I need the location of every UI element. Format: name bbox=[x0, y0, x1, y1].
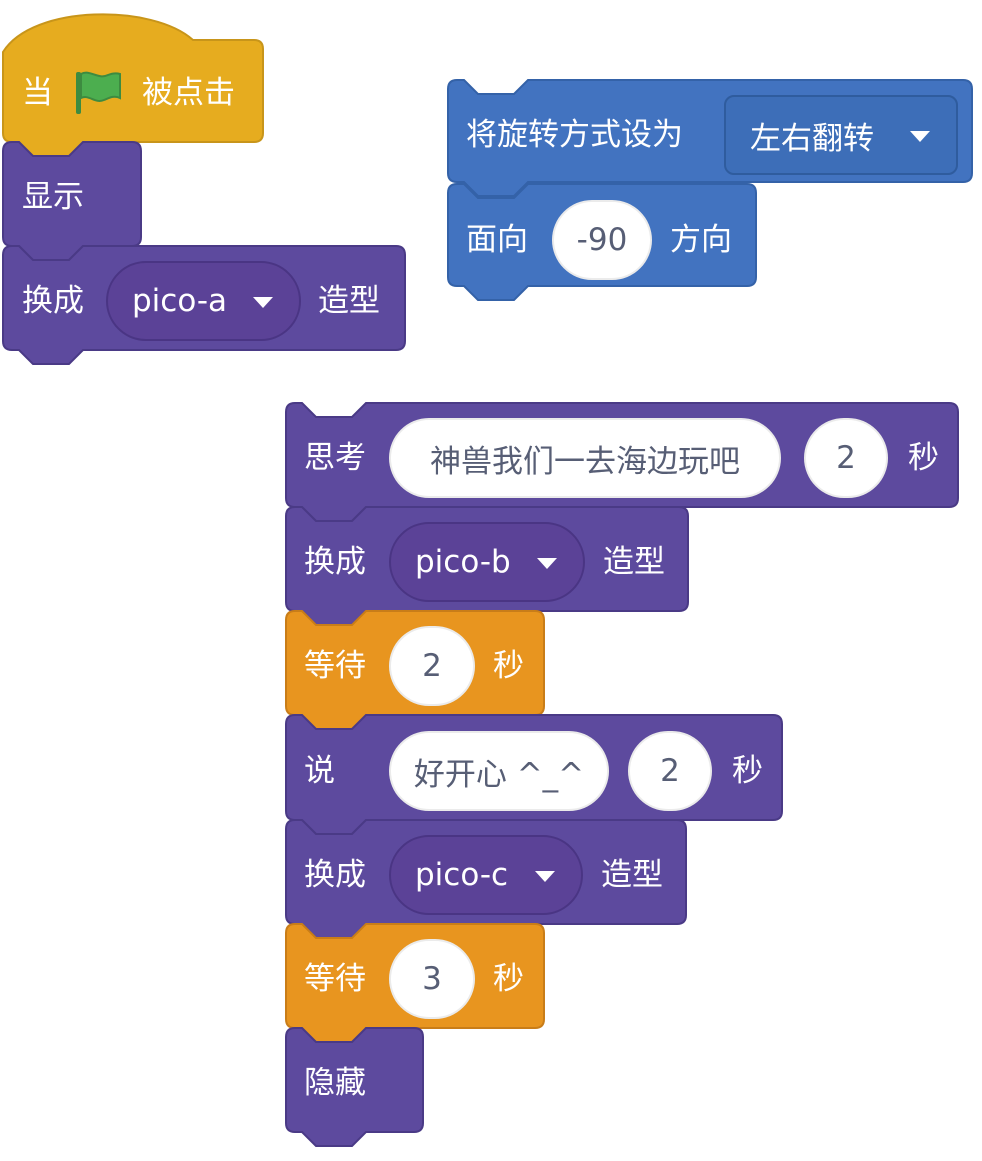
think-message-input[interactable]: 神兽我们一去海边玩吧 bbox=[389, 418, 781, 498]
wait-2-seconds-value: 3 bbox=[422, 961, 442, 997]
rotation-style-label: 将旋转方式设为 bbox=[466, 117, 683, 153]
wait-1-label: 等待 bbox=[304, 648, 366, 684]
switch-costume-b-suffix: 造型 bbox=[603, 544, 665, 580]
direction-input[interactable]: -90 bbox=[552, 200, 652, 280]
point-direction-suffix: 方向 bbox=[670, 222, 732, 258]
switch-costume-b-label: 换成 bbox=[304, 544, 366, 580]
switch-costume-a-suffix: 造型 bbox=[318, 283, 380, 319]
say-block-label: 说 bbox=[304, 753, 335, 789]
show-block-label: 显示 bbox=[22, 179, 84, 215]
chevron-down-icon bbox=[910, 131, 930, 142]
costume-b-value: pico-b bbox=[415, 544, 511, 580]
think-seconds-value: 2 bbox=[836, 440, 856, 476]
wait-1-seconds-value: 2 bbox=[422, 648, 442, 684]
costume-b-dropdown[interactable]: pico-b bbox=[389, 522, 585, 602]
switch-costume-c-label: 换成 bbox=[304, 857, 366, 893]
rotation-style-dropdown[interactable]: 左右翻转 bbox=[724, 95, 958, 175]
switch-costume-a-label: 换成 bbox=[22, 283, 84, 319]
chevron-down-icon bbox=[537, 558, 557, 569]
costume-c-value: pico-c bbox=[415, 857, 509, 893]
hat-when-label: 当 bbox=[22, 75, 53, 111]
wait-2-unit: 秒 bbox=[493, 961, 524, 997]
wait-2-seconds-input[interactable]: 3 bbox=[389, 939, 475, 1019]
wait-1-seconds-input[interactable]: 2 bbox=[389, 626, 475, 706]
say-seconds-input[interactable]: 2 bbox=[628, 731, 712, 811]
hide-block[interactable] bbox=[285, 1027, 424, 1147]
wait-2-label: 等待 bbox=[304, 961, 366, 997]
point-direction-label: 面向 bbox=[466, 222, 528, 258]
hat-clicked-label: 被点击 bbox=[142, 75, 235, 111]
hide-block-label: 隐藏 bbox=[304, 1065, 366, 1101]
switch-costume-c-suffix: 造型 bbox=[601, 857, 663, 893]
think-message-value: 神兽我们一去海边玩吧 bbox=[430, 443, 740, 480]
say-message-input[interactable]: 好开心 ^_^ bbox=[389, 731, 609, 811]
costume-a-value: pico-a bbox=[132, 283, 228, 319]
costume-c-dropdown[interactable]: pico-c bbox=[389, 835, 583, 915]
costume-a-dropdown[interactable]: pico-a bbox=[106, 261, 301, 341]
say-seconds-value: 2 bbox=[660, 753, 680, 789]
green-flag-icon[interactable] bbox=[74, 70, 124, 116]
say-seconds-unit: 秒 bbox=[732, 753, 763, 789]
say-message-value: 好开心 ^_^ bbox=[413, 756, 585, 793]
direction-value: -90 bbox=[576, 222, 628, 258]
think-seconds-unit: 秒 bbox=[908, 440, 939, 476]
think-block-label: 思考 bbox=[304, 440, 366, 476]
wait-1-unit: 秒 bbox=[493, 648, 524, 684]
chevron-down-icon bbox=[253, 297, 273, 308]
chevron-down-icon bbox=[535, 871, 555, 882]
think-seconds-input[interactable]: 2 bbox=[804, 418, 888, 498]
rotation-style-value: 左右翻转 bbox=[750, 120, 874, 157]
